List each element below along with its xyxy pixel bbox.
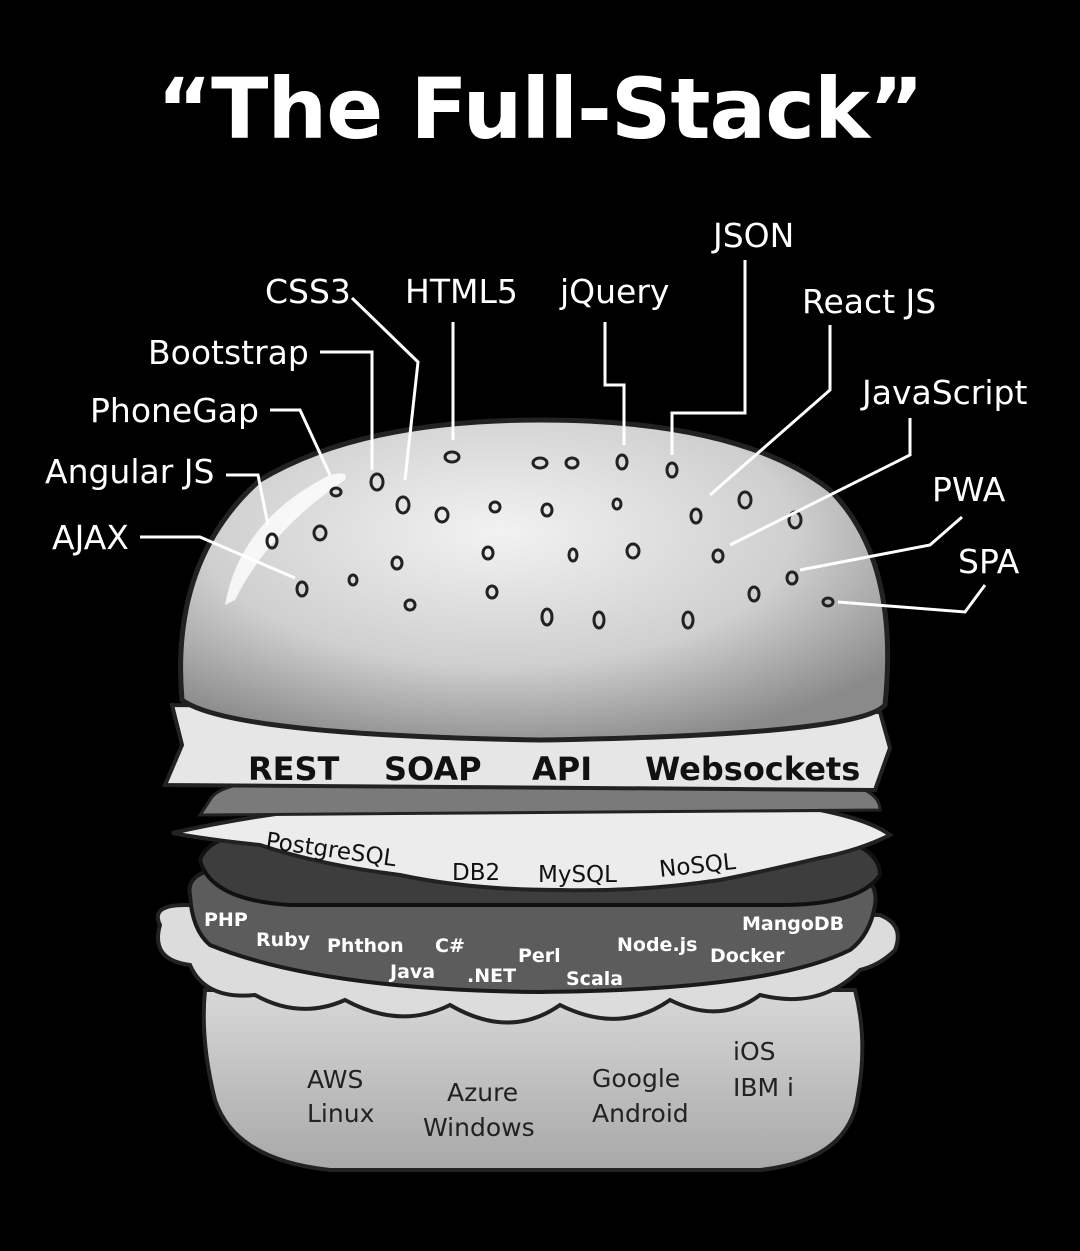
api-item: REST [248, 750, 340, 788]
cheese-slice [171, 807, 894, 893]
platform-layer: AWS Linux Azure Windows Google Android i… [307, 1037, 794, 1142]
backend-item: Docker [710, 945, 785, 967]
backend-item: C# [435, 935, 465, 957]
backend-item: Perl [518, 945, 561, 967]
backend-item: PHP [204, 909, 248, 931]
backend-layer: PHP Ruby Phthon C# Java .NET Perl Scala … [204, 909, 844, 990]
bun-highlight [225, 473, 346, 605]
label-json: JSON [713, 216, 795, 255]
label-pwa: PWA [932, 470, 1006, 509]
sesame-seeds [265, 450, 835, 630]
label-spa: SPA [958, 542, 1020, 581]
backend-item: Node.js [617, 934, 697, 956]
platform-item: AWS [307, 1065, 363, 1094]
label-css3: CSS3 [265, 272, 351, 311]
platform-item: Linux [307, 1099, 374, 1128]
database-item: DB2 [452, 860, 500, 886]
page-title: “The Full-Stack” [156, 60, 924, 158]
label-javascript: JavaScript [862, 373, 1028, 412]
backend-item: .NET [467, 965, 516, 987]
api-item: Websockets [645, 750, 860, 788]
label-phonegap: PhoneGap [90, 391, 259, 430]
platform-item: Android [592, 1099, 689, 1128]
backend-item: Phthon [327, 935, 404, 957]
label-angular-js: Angular JS [45, 452, 215, 491]
label-ajax: AJAX [52, 518, 129, 557]
backend-item: MangoDB [742, 913, 844, 935]
label-jquery: jQuery [560, 272, 670, 311]
backend-item: Java [388, 961, 435, 983]
platform-item: IBM i [733, 1073, 794, 1102]
backend-item: Scala [566, 968, 623, 990]
platform-item: iOS [733, 1037, 776, 1066]
database-item: MySQL [538, 862, 617, 888]
top-bun [178, 417, 891, 743]
leader-lines [140, 260, 987, 614]
platform-item: Azure [447, 1078, 518, 1107]
label-html5: HTML5 [405, 272, 518, 311]
backend-item: Ruby [256, 929, 311, 951]
platform-item: Google [592, 1064, 680, 1093]
label-react-js: React JS [802, 282, 937, 321]
label-bootstrap: Bootstrap [148, 333, 309, 372]
platform-item: Windows [423, 1113, 535, 1142]
api-layer: REST SOAP API Websockets [248, 750, 860, 788]
api-item: API [532, 750, 592, 788]
api-item: SOAP [384, 750, 482, 788]
bottom-bun [201, 988, 865, 1172]
